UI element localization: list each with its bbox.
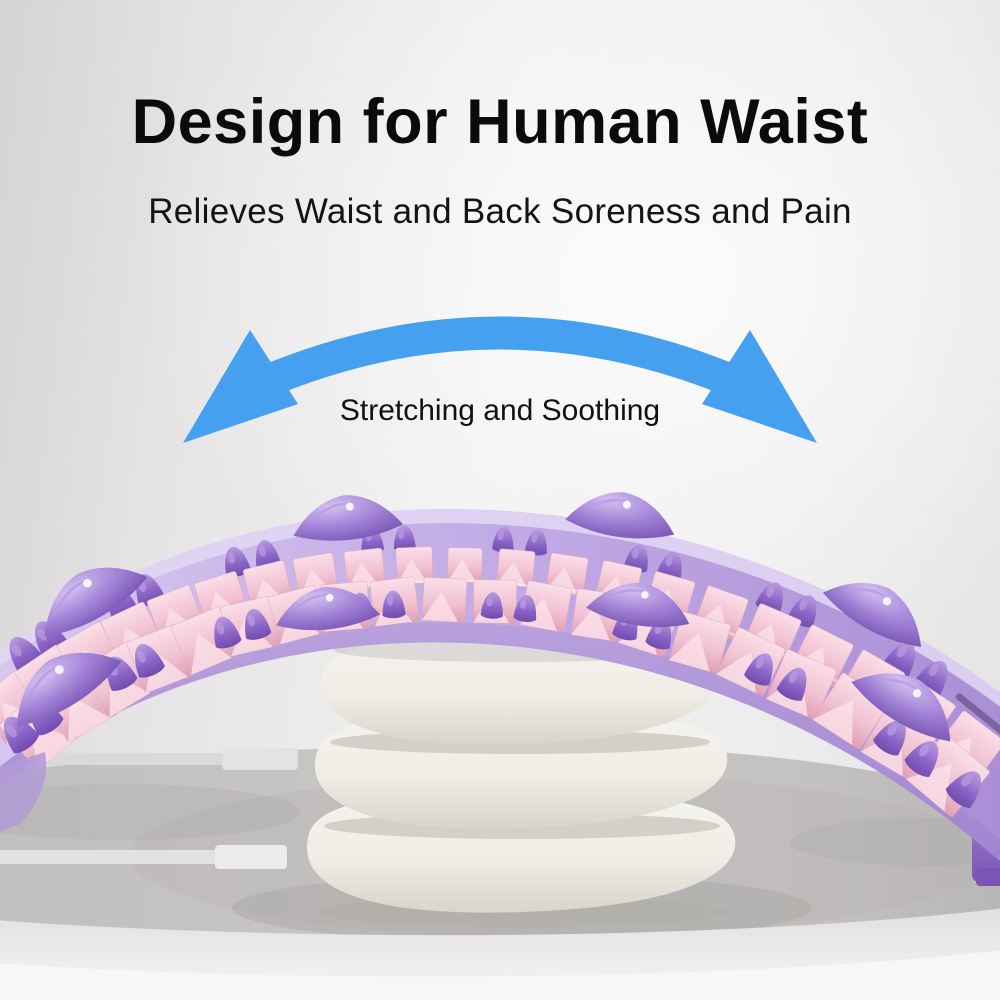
stretch-arrow-graphic bbox=[150, 288, 850, 478]
arrowhead-left bbox=[183, 330, 298, 443]
double-curved-arrow-icon bbox=[183, 316, 817, 443]
stretcher-board bbox=[0, 492, 1000, 862]
support-cushion-stack bbox=[306, 634, 736, 927]
board-adjust-slot bbox=[955, 693, 1000, 742]
board-left-endcap bbox=[0, 752, 47, 832]
arrowhead-right bbox=[702, 330, 817, 443]
massage-domes bbox=[16, 492, 951, 742]
arrow-caption: Stretching and Soothing bbox=[339, 394, 661, 427]
page-title: Design for Human Waist bbox=[131, 87, 869, 157]
page-subtitle: Relieves Waist and Back Soreness and Pai… bbox=[148, 192, 852, 231]
